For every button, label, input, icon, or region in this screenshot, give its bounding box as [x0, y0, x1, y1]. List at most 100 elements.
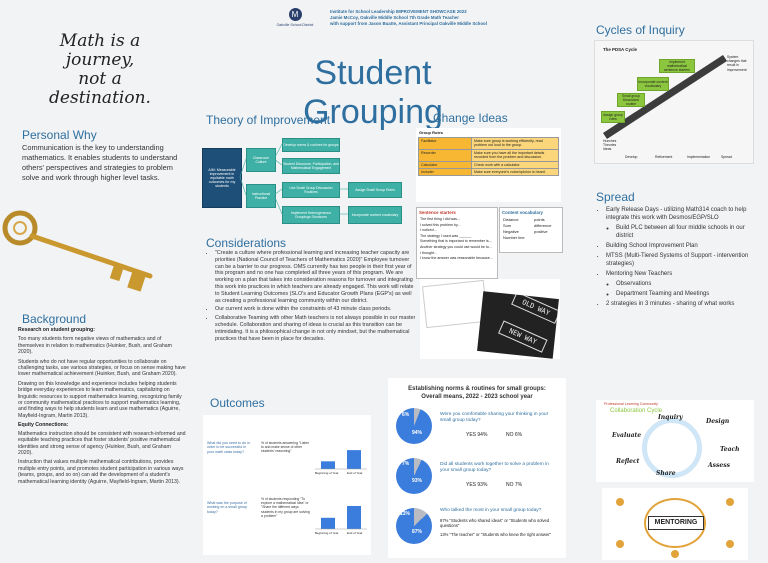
- spread-subitem: Department Teaming and Meetings: [616, 290, 758, 298]
- cycle-word: Inquiry: [658, 414, 683, 421]
- district-logo: M Oakville School District: [270, 8, 320, 38]
- person-icon: [616, 498, 624, 506]
- spread-item: Mentoring New Teachers: [606, 270, 758, 278]
- pdsa-step: Small group Discussion routine: [617, 93, 645, 107]
- pdsa-hypothesis: Hunches Theories Ideas: [603, 139, 617, 152]
- personal-why-text: Communication is the key to understandin…: [22, 143, 178, 182]
- bar-axis-label: End of Year: [347, 471, 363, 475]
- background-para: Students who do not have regular opportu…: [18, 358, 186, 378]
- spread-item: Early Release Days - utilizing Math314 c…: [606, 206, 758, 222]
- content-vocabulary-card: Content vocabulary Distance Sum Negative…: [499, 207, 563, 253]
- quote-line: destination.: [49, 88, 151, 108]
- pdsa-axis-label: Implementation: [687, 155, 711, 159]
- quote-line: not a: [78, 69, 122, 89]
- role-desc: Make sure you have all the important det…: [471, 148, 559, 162]
- pdsa-step: Implement mathematical sentence starters: [659, 59, 695, 73]
- background-text: Research on student grouping: Too many s…: [18, 327, 186, 485]
- secondary-driver-box: Develop norms & routines for groups: [282, 138, 340, 152]
- outcomes-card: What did you need to do in order to be s…: [203, 415, 371, 555]
- driver-diagram: AIM: Measurable improvement in equitable…: [202, 130, 410, 230]
- starter-item: I solved this problem by...: [420, 222, 461, 227]
- bar-axis-label: End of Year: [347, 531, 363, 535]
- starter-item: The strategy I used was ______: [420, 233, 472, 238]
- pdsa-side-note: System changes that result in improvemen…: [727, 55, 747, 72]
- donut-label-small: 7%: [402, 461, 410, 467]
- equity-heading: Equity Connections:: [18, 422, 69, 429]
- personal-why-heading: Personal Why: [22, 128, 97, 142]
- role-name: Facilitator: [418, 137, 472, 150]
- survey-answer: 13% "The teacher" or "Students who knew …: [440, 532, 552, 537]
- header-line1: Institute for School Leadership IMPROVEM…: [330, 9, 467, 14]
- consideration-item: Our current work is done within the cons…: [215, 306, 416, 313]
- starter-item: I noticed...: [420, 228, 437, 233]
- bar-axis-label: Beginning of Year: [315, 471, 339, 475]
- spread-subitem: Observations: [616, 280, 758, 288]
- logo-text: Oakville School District: [276, 23, 314, 27]
- header-line3: with support from Jason Buatte, Assistan…: [330, 21, 487, 26]
- spread-item: MTSS (Multi-Tiered Systems of Support - …: [606, 252, 758, 268]
- notebook-photo: [421, 279, 489, 329]
- survey-donut-2: [396, 458, 432, 494]
- outcome-question: What did you need to do in order to be s…: [207, 441, 250, 454]
- new-way-sign: NEW WAY: [498, 320, 548, 353]
- chart-bar: [321, 517, 335, 529]
- consideration-item: "Create a culture where professional lea…: [215, 250, 416, 304]
- cycles-heading: Cycles of Inquiry: [596, 23, 685, 37]
- background-para: Too many students form negative views of…: [18, 336, 172, 356]
- mindset-image: OLD WAY NEW WAY: [420, 279, 560, 359]
- quote: Math is a journey, not a destination.: [40, 32, 160, 108]
- vocab-col: points difference positive: [534, 217, 552, 235]
- starters-list: The first thing I did was... I solved th…: [417, 217, 497, 262]
- survey-question: Who talked the most in your small group …: [440, 508, 542, 513]
- vocab-word: Negative: [503, 229, 519, 234]
- change-idea-box: Assign Small Group Roles: [348, 182, 402, 198]
- cycle-word: Share: [656, 470, 676, 477]
- survey-subtitle: Overall means, 2022 - 2023 school year: [421, 394, 533, 400]
- survey-question: Were you comfortable sharing your thinki…: [440, 412, 549, 423]
- header-line2: Jamie McCoy, Oakville Middle School 7th …: [330, 15, 459, 20]
- diagram-connectors: [239, 143, 348, 215]
- mentoring-image: MENTORING: [602, 488, 748, 560]
- starter-item: Something that is important to remember …: [420, 239, 492, 244]
- pdsa-title: The PDSA Cycle: [603, 47, 637, 52]
- outcome-question: What was the purpose of working on a sma…: [207, 501, 247, 514]
- key-bow-inner: [13, 221, 27, 235]
- secondary-driver-box: Use Small Group Discussion Routines: [282, 182, 340, 198]
- considerations-list: "Create a culture where professional lea…: [206, 250, 416, 344]
- vocab-word: Distance: [503, 217, 519, 222]
- survey-answer: 87% "Students who shared ideas" or "Stud…: [440, 518, 550, 529]
- aim-box: AIM: Measurable improvement in equitable…: [202, 148, 242, 208]
- background-para: Mathematics instruction should be consis…: [18, 430, 186, 456]
- vocab-title: Content vocabulary: [502, 210, 543, 215]
- secondary-driver-box: Implement Heterogeneous Groupings Struct…: [282, 206, 340, 224]
- vocab-word: points: [534, 217, 545, 222]
- consideration-item: Collaborative Teaming with other Math te…: [215, 315, 416, 342]
- pdsa-axis-label: Refinement: [655, 155, 673, 159]
- cycle-ring: [642, 418, 702, 478]
- spread-list: Early Release Days - utilizing Math314 c…: [596, 206, 758, 310]
- donut-label-big: 94%: [412, 430, 423, 436]
- key-bit: [109, 262, 125, 282]
- role-desc: Check work with a calculator.: [471, 160, 559, 170]
- survey-question: Did all students work together to solve …: [440, 462, 549, 473]
- starter-item: The first thing I did was...: [420, 217, 460, 221]
- sentence-starters-card: Sentence starters The first thing I did …: [416, 207, 498, 279]
- survey-title: Establishing norms & routines for small …: [408, 386, 546, 392]
- spread-subitem-label: Department Teaming and Meetings: [616, 291, 710, 297]
- role-name: Recorder: [418, 148, 472, 162]
- pdsa-axis-label: Spread: [721, 155, 732, 159]
- mentoring-banner: MENTORING: [648, 516, 704, 530]
- spread-item: 2 strategies in 3 minutes - sharing of w…: [606, 300, 758, 308]
- survey-card: Establishing norms & routines for small …: [388, 378, 566, 558]
- primary-driver-box: Instructional Practice: [246, 184, 276, 208]
- chart-bar: [347, 505, 361, 529]
- background-para: Instruction that values multiple mathema…: [18, 459, 184, 485]
- role-desc: Make sure everyone's voice/opinion is he…: [471, 168, 559, 177]
- cycle-word: Design: [706, 418, 730, 425]
- person-icon: [671, 550, 679, 558]
- pdsa-axis-label: Develop: [625, 155, 638, 159]
- pdsa-step: Assign group roles: [601, 111, 625, 123]
